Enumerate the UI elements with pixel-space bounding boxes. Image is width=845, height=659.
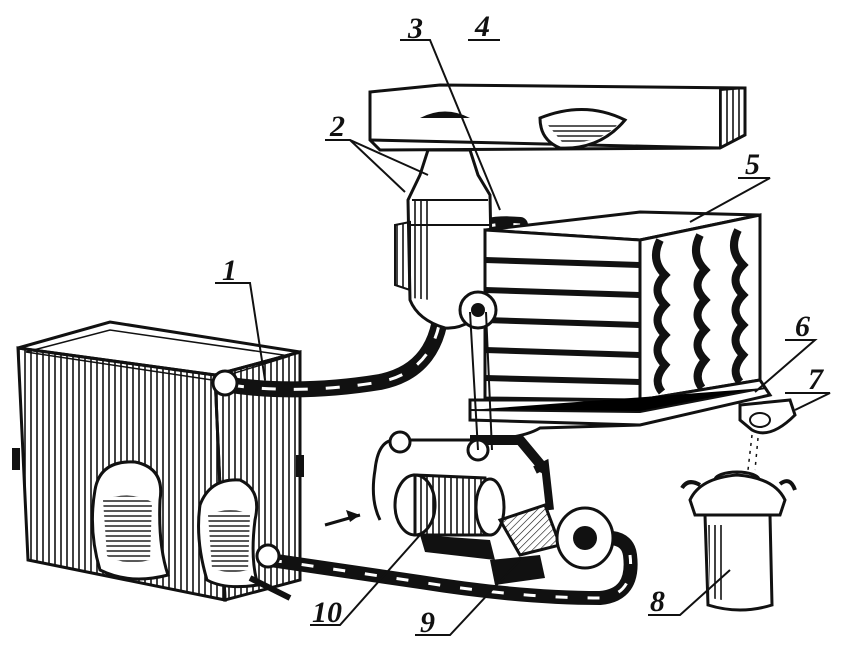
milk-tank bbox=[12, 320, 304, 602]
callout-6: 6 bbox=[795, 310, 810, 343]
leader-lines bbox=[215, 39, 831, 636]
callout-2: 2 bbox=[330, 110, 345, 143]
callout-1: 1 bbox=[222, 254, 237, 287]
callout-9: 9 bbox=[420, 606, 435, 639]
callout-3: 3 bbox=[408, 12, 423, 45]
milk-can bbox=[680, 470, 797, 612]
callout-4: 4 bbox=[475, 10, 490, 43]
callout-8: 8 bbox=[650, 585, 665, 618]
return-pipe bbox=[248, 531, 638, 606]
callout-5: 5 bbox=[745, 148, 760, 181]
pump bbox=[490, 458, 615, 585]
milk-receiver-tray bbox=[368, 83, 747, 152]
motor bbox=[393, 473, 506, 560]
callout-10: 10 bbox=[312, 596, 342, 629]
plate-cooler bbox=[458, 210, 773, 427]
callout-7: 7 bbox=[808, 363, 823, 396]
outlet-spout bbox=[738, 398, 797, 471]
frame-pipes bbox=[324, 311, 641, 527]
